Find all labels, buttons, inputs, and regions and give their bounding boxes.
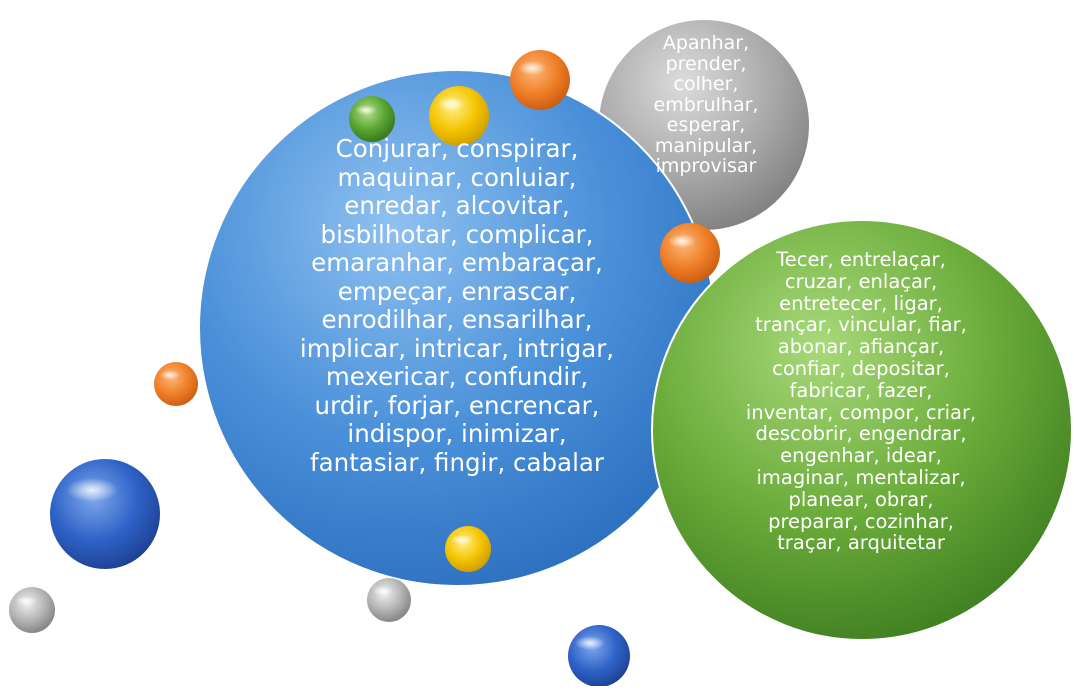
decorative-dot-gray-bottomleft	[9, 587, 55, 633]
decorative-dot-orange-mid	[660, 223, 720, 283]
decorative-dot-yellow-bottom	[445, 526, 491, 572]
decorative-dot-orange-top	[510, 50, 570, 110]
decorative-dot-darkblue-bottom	[568, 625, 630, 687]
decorative-dot-green-top	[349, 96, 395, 142]
decorative-dot-orange-left	[154, 362, 198, 406]
green-bubble	[651, 219, 1073, 641]
decorative-dot-gray-bottom	[367, 578, 411, 622]
decorative-dot-yellow-top	[429, 86, 489, 146]
decorative-dot-darkblue-left	[50, 459, 160, 569]
blue-bubble	[198, 69, 716, 587]
